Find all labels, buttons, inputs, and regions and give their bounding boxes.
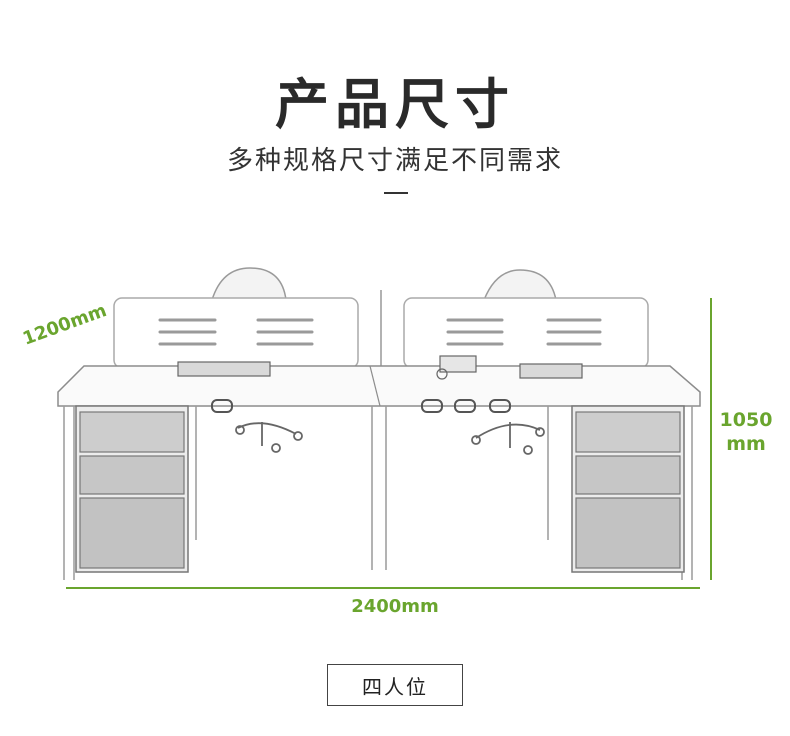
height-value: 1050 [719, 409, 773, 431]
privacy-screen-left [113, 297, 359, 369]
seating-config-badge: 四人位 [327, 664, 463, 706]
height-dimension-label: 1050 mm [718, 408, 774, 456]
title-divider [384, 192, 408, 194]
page-title: 产品尺寸 [275, 73, 515, 136]
chair-left [210, 267, 287, 301]
width-dimension-label: 2400mm [351, 596, 439, 617]
height-unit: mm [726, 433, 766, 455]
chair-right [482, 269, 557, 301]
page-subtitle: 多种规格尺寸满足不同需求 [226, 146, 563, 176]
desk-illustration [57, 267, 712, 589]
pedestal-left [75, 405, 189, 573]
pedestal-right [571, 405, 685, 573]
